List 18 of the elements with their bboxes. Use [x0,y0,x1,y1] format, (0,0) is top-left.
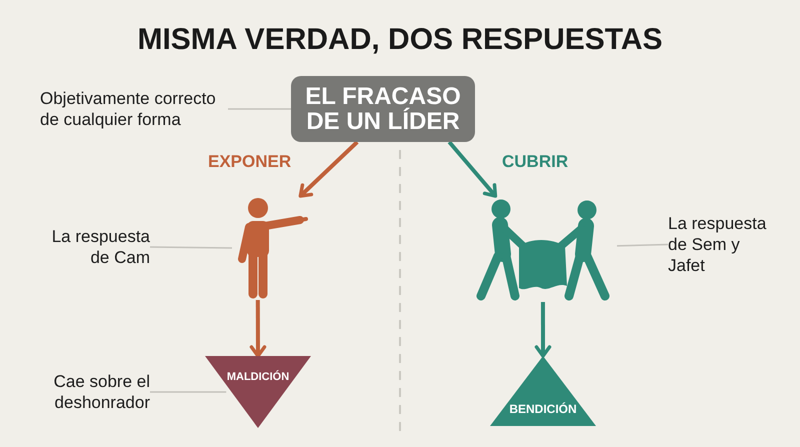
annotation-text: La respuesta de Cam [35,226,150,268]
leader-line [150,246,232,249]
topic-box: EL FRACASO DE UN LÍDER [291,76,475,142]
downward-triangle [205,356,311,428]
leader-line [616,244,668,247]
leader-line [150,391,226,393]
arrow [534,302,552,358]
upward-triangle [490,356,596,426]
leader-line [228,108,291,110]
arrow [250,300,266,358]
annotation-text: Cae sobre el deshonrador [35,371,150,413]
annotation-text: Objetivamente correcto de cualquier forma [40,88,228,130]
arrow [298,140,359,198]
arrow [448,140,498,198]
annotation-text: La respuesta de Sem y Jafet [668,213,774,276]
title: MISMA VERDAD, DOS RESPUESTAS [137,22,663,58]
node-label: MALDICIÓN [226,370,290,384]
node-label: BENDICIÓN [509,402,577,416]
